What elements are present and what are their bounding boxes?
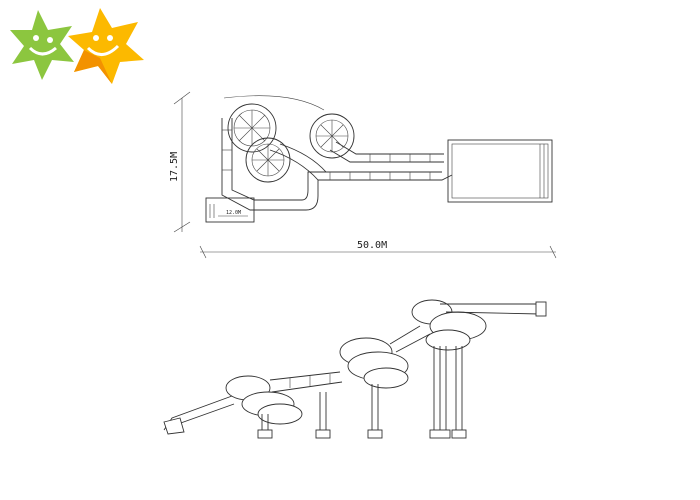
height-dimension-label: 17.5M — [169, 152, 180, 182]
splash-pool — [447, 139, 553, 203]
low-spiral — [225, 375, 303, 425]
star-smile-logo — [10, 8, 144, 84]
width-dimension-label: 50.0M — [357, 240, 387, 251]
mid-spiral — [339, 337, 409, 389]
logo-green-star — [10, 10, 74, 80]
support-columns — [261, 346, 463, 432]
elevation-view — [163, 299, 547, 439]
platform-dimension-label: 12.0M — [226, 210, 241, 216]
spiral-wheel-1 — [227, 103, 277, 153]
spiral-wheel-2 — [245, 137, 291, 183]
spiral-wheel-3 — [309, 113, 355, 159]
plan-view: 17.5M 50.0M — [169, 91, 557, 259]
start-platform: 12.0M — [205, 197, 255, 223]
logo-orange-accent — [74, 50, 112, 84]
top-spiral — [411, 299, 487, 351]
footings — [257, 429, 467, 439]
